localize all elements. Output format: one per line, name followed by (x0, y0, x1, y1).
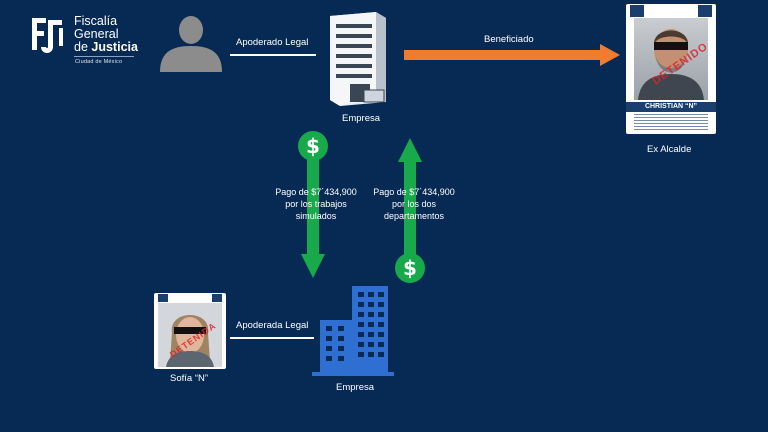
fgj-small-logo-icon (630, 5, 644, 17)
apoderado-legal-label: Apoderado Legal (236, 37, 309, 48)
logo-text: Fiscalía General de Justicia (74, 15, 138, 54)
card-header (626, 4, 716, 18)
logo-line2: General (74, 27, 119, 41)
christian-nameplate: CHRISTIAN “N” (626, 102, 716, 112)
sofia-eye-bar (174, 327, 206, 334)
payment-up-arrow (398, 138, 422, 256)
christian-mugshot-card: DETENIDO CHRISTIAN “N” (626, 4, 716, 134)
building-top-icon (324, 10, 392, 106)
fgj-emblem-icon (32, 18, 63, 53)
ex-alcalde-label: Ex Alcalde (647, 144, 692, 155)
christian-eye-bar (654, 42, 688, 50)
money-icon-right: $ (395, 253, 425, 283)
empresa-top-label: Empresa (342, 113, 381, 124)
building-bottom-icon (310, 284, 396, 378)
pago-trabajos-label: Pago de $7´434,900 por los trabajos simu… (275, 187, 357, 221)
logo-subtitle: Ciudad de México (75, 59, 123, 65)
fgj-logo (28, 14, 68, 58)
fgj-small-logo-icon (158, 294, 168, 302)
logo-divider (74, 56, 134, 57)
logo-line3: de Justicia (74, 40, 138, 54)
christian-photo: DETENIDO (634, 18, 710, 100)
cdmx-small-logo-icon (212, 294, 222, 302)
apoderado-connector-line (230, 54, 316, 56)
beneficiado-arrow (404, 44, 620, 66)
sofia-mugshot-card: DETENIDA (154, 293, 226, 369)
pago-departamentos-label: Pago de $7´434,900 por los dos departame… (373, 187, 455, 221)
sofia-photo: DETENIDA (158, 303, 222, 367)
money-icon-left: $ (298, 131, 328, 161)
person-silhouette-icon (160, 12, 222, 72)
apoderada-connector-line (230, 337, 314, 339)
card-fine-print (634, 114, 708, 132)
empresa-bottom-label: Empresa (336, 382, 375, 393)
sofia-card-header (154, 293, 226, 303)
beneficiado-label: Beneficiado (484, 34, 534, 45)
payment-down-arrow (301, 160, 325, 278)
apoderada-legal-label: Apoderada Legal (236, 320, 309, 331)
cdmx-small-logo-icon (698, 5, 712, 17)
sofia-label: Sofía “N” (170, 373, 209, 384)
logo-line1: Fiscalía (74, 14, 118, 28)
